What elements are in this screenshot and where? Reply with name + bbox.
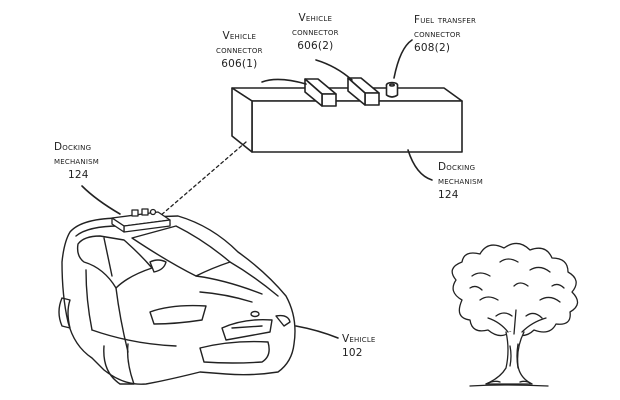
label-docking-mechanism-124-left: Docking mechanism 124 (54, 140, 99, 182)
label-reference-number: 102 (342, 347, 363, 359)
label-reference-number: 606(1) (221, 58, 258, 70)
fuel-transfer-connector-608-2 (385, 81, 399, 98)
leader-docking-mechanism-left (81, 185, 121, 215)
label-line: Vehicle (298, 12, 333, 24)
label-line: connector (292, 26, 339, 38)
label-reference-number: 606(2) (297, 40, 334, 52)
leader-vehicle-connector-1 (261, 78, 307, 85)
label-line: Docking (438, 161, 476, 173)
label-reference-number: 608(2) (414, 42, 451, 54)
label-reference-number: 124 (438, 189, 459, 201)
label-vehicle-connector-606-1: Vehicle connector 606(1) (216, 29, 263, 71)
label-line: Vehicle (342, 333, 376, 345)
label-vehicle-102: Vehicle 102 (342, 332, 376, 360)
label-line: mechanism (54, 155, 99, 167)
label-line: Vehicle (222, 30, 257, 42)
docking-mechanism-on-roof (111, 208, 171, 233)
leader-vehicle-connector-2 (315, 59, 353, 81)
label-line: mechanism (438, 175, 483, 187)
label-line: connector (414, 28, 461, 40)
leader-vehicle (295, 325, 339, 339)
docking-mechanism-enlarged (231, 87, 463, 153)
label-docking-mechanism-124-right: Docking mechanism 124 (438, 160, 483, 202)
vehicle-connector-606-1 (304, 78, 337, 107)
label-vehicle-connector-606-2: Vehicle connector 606(2) (292, 11, 339, 53)
label-line: Docking (54, 141, 92, 153)
vehicle-connector-606-2 (347, 77, 380, 106)
projection-dashed-line (159, 141, 247, 217)
label-line: connector (216, 44, 263, 56)
leader-docking-mechanism-right (407, 149, 433, 181)
label-fuel-transfer-connector-608-2: Fuel transfer connector 608(2) (414, 13, 476, 55)
tree (451, 242, 579, 387)
label-line: Fuel transfer (414, 14, 477, 26)
leader-fuel-transfer-connector (393, 39, 413, 79)
label-reference-number: 124 (68, 169, 89, 181)
vehicle-car (58, 215, 296, 385)
